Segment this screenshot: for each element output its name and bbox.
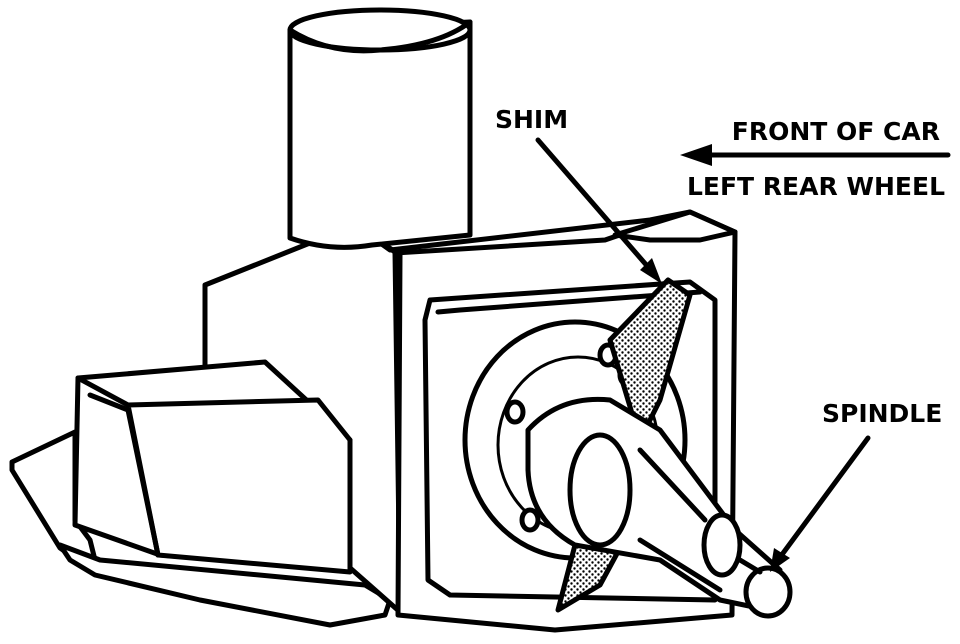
shim-label: SHIM <box>495 105 568 134</box>
spindle-label: SPINDLE <box>822 399 942 428</box>
spindle-leader <box>770 435 871 572</box>
vertical-tube <box>287 7 473 250</box>
base-plate <box>57 542 393 628</box>
shim-leader <box>535 137 662 284</box>
spindle <box>525 396 793 619</box>
spring-seat-block <box>72 359 353 575</box>
front-arrow <box>680 144 951 166</box>
shim <box>555 277 693 613</box>
left-rear-wheel-label: LEFT REAR WHEEL <box>687 172 945 201</box>
right-top-bracket <box>612 209 738 243</box>
front-of-car-label: FRONT OF CAR <box>732 117 940 146</box>
